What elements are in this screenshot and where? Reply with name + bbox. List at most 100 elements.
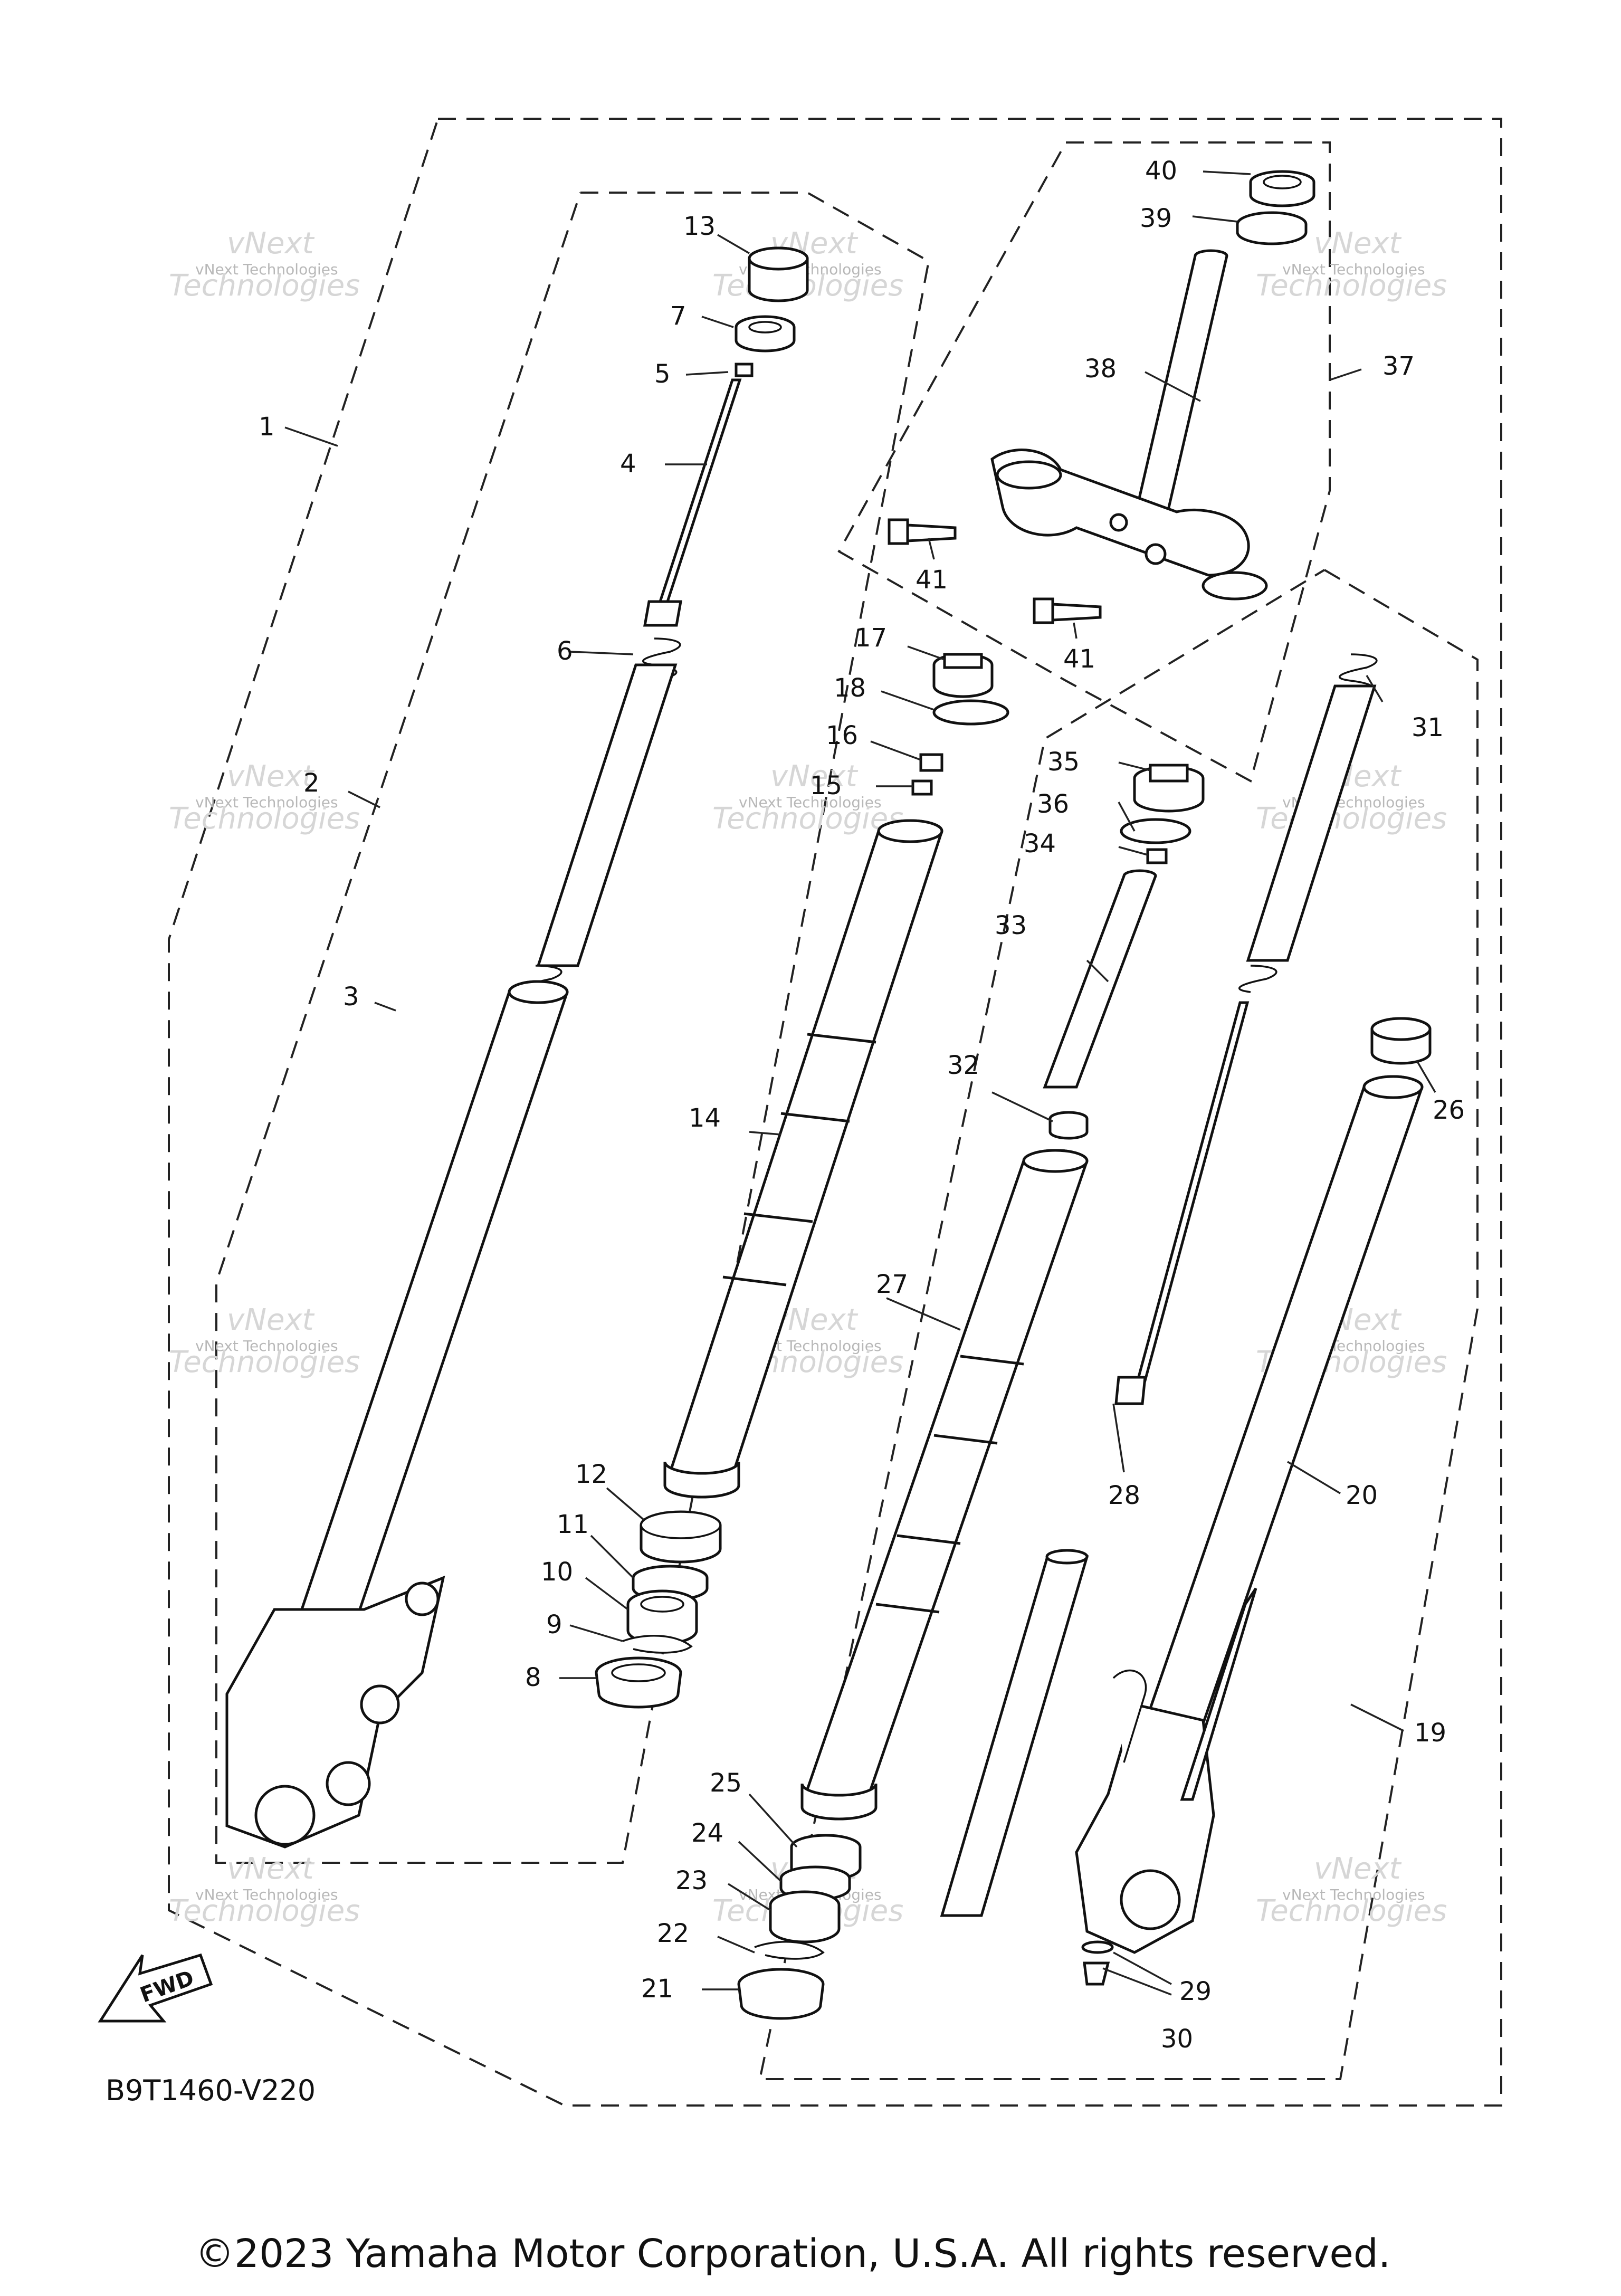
watermark-text: Technologies (1256, 269, 1447, 303)
callout-number: 15 (810, 771, 842, 801)
leader-line (717, 1936, 755, 1954)
callout-number: 10 (541, 1557, 573, 1587)
part-16-drawing (919, 753, 943, 772)
part-27-band (897, 1534, 961, 1545)
leader-line (886, 1297, 961, 1331)
part-29-drawing (1081, 1940, 1114, 1954)
part-28-drawing (1135, 1001, 1250, 1384)
leader-line (1073, 622, 1078, 639)
part-20-drawing (1136, 1075, 1424, 1759)
part-36-drawing (1120, 818, 1191, 844)
leader-line (585, 1577, 629, 1611)
part-40-drawing (1263, 175, 1302, 189)
part-41-drawing (1033, 597, 1102, 624)
part-17-drawing (943, 653, 983, 669)
part-6-drawing (642, 637, 681, 679)
callout-number: 38 (1084, 354, 1117, 384)
part-20-drawing (1362, 1075, 1424, 1099)
watermark-text: vNext Technologies (739, 794, 882, 811)
callout-number: 34 (1024, 829, 1056, 859)
leader-line (569, 1624, 623, 1642)
part-7-drawing (748, 321, 782, 334)
part-3-drawing (286, 980, 569, 1664)
part-14-band (807, 1033, 876, 1044)
leader-line (928, 538, 935, 560)
leader-line (738, 1841, 782, 1882)
steering-parts (888, 170, 1315, 624)
group-outline-19 (758, 569, 1479, 2080)
leader-line (348, 790, 380, 808)
callout-number: 35 (1047, 747, 1080, 777)
left-fork-parts (225, 246, 809, 1849)
callout-number: 6 (557, 636, 573, 666)
leader-line (870, 740, 921, 761)
part-27-band (960, 1355, 1024, 1366)
leader-lines (284, 170, 1436, 1996)
watermark-text: vNext Technologies (1282, 1886, 1425, 1903)
callout-number: 3 (343, 982, 359, 1012)
part-13-drawing (748, 246, 809, 271)
callout-number: 41 (916, 565, 948, 595)
group-outline-1 (168, 118, 1502, 2107)
group-outline-2 (215, 192, 930, 1864)
callout-number: 2 (303, 768, 320, 798)
part-14-drawing (877, 819, 943, 843)
callout-number: 23 (675, 1866, 708, 1895)
callout-number: 14 (689, 1103, 721, 1133)
callout-number: 8 (525, 1663, 541, 1692)
callout-number: 26 (1433, 1095, 1465, 1125)
callout-number: 13 (683, 212, 716, 241)
callout-number: 25 (710, 1768, 742, 1798)
leader-line (701, 316, 734, 328)
part-38-bracket (1202, 571, 1268, 601)
callout-number: 40 (1145, 156, 1177, 186)
callout-number: 32 (947, 1051, 979, 1080)
watermark-text: Technologies (1256, 802, 1447, 836)
part-20-bracket (1180, 1587, 1257, 1801)
watermark-text: vNext (770, 759, 859, 794)
part-20-bracket (1120, 1869, 1181, 1930)
watermark-text: vNext (227, 759, 315, 794)
leader-line (1287, 1461, 1341, 1494)
leader-line (1113, 1951, 1172, 1985)
watermark-text: vNext Technologies (195, 1886, 338, 1903)
watermark-text: Technologies (169, 1345, 360, 1379)
leader-line (284, 426, 338, 447)
part-14-band (722, 1275, 787, 1287)
watermark-text: vNext (1314, 1852, 1402, 1886)
callout-number: 41 (1063, 644, 1095, 674)
part-41-drawing (888, 518, 957, 545)
leader-line (748, 1793, 798, 1848)
part-20-bracket (1112, 1669, 1147, 1763)
callout-number: 36 (1037, 789, 1069, 819)
leader-line (1118, 761, 1151, 771)
callout-number: 28 (1108, 1481, 1140, 1510)
watermark-text: vNext Technologies (195, 1337, 338, 1355)
watermark-text: Technologies (169, 269, 360, 303)
callout-number: 16 (826, 721, 858, 750)
callout-number: 17 (855, 623, 887, 653)
watermark-text: Technologies (169, 802, 360, 836)
part-33-drawing (1043, 869, 1157, 1089)
leader-line (991, 1091, 1053, 1122)
part-34-drawing (1146, 848, 1168, 864)
leader-line (606, 1487, 645, 1521)
watermark-text: vNext (227, 226, 315, 261)
callout-number: 29 (1179, 1977, 1212, 2006)
callout-number: 1 (259, 412, 275, 442)
part-27-band (933, 1434, 998, 1445)
leader-line (1112, 1403, 1125, 1473)
watermark-text: vNext Technologies (195, 794, 338, 811)
leader-line (1118, 802, 1136, 832)
leader-line (881, 690, 935, 711)
leader-line (374, 1002, 396, 1012)
part-38-bracket (996, 460, 1062, 490)
part-4-drawing (658, 378, 742, 603)
leader-line (728, 1883, 771, 1911)
right-fork-parts (1075, 653, 1432, 1986)
diagram-code: B9T1460-V220 (106, 2074, 316, 2107)
part-14-drawing (663, 1461, 740, 1499)
watermark-text: vNext (1314, 226, 1402, 261)
part-12-drawing (640, 1511, 721, 1539)
